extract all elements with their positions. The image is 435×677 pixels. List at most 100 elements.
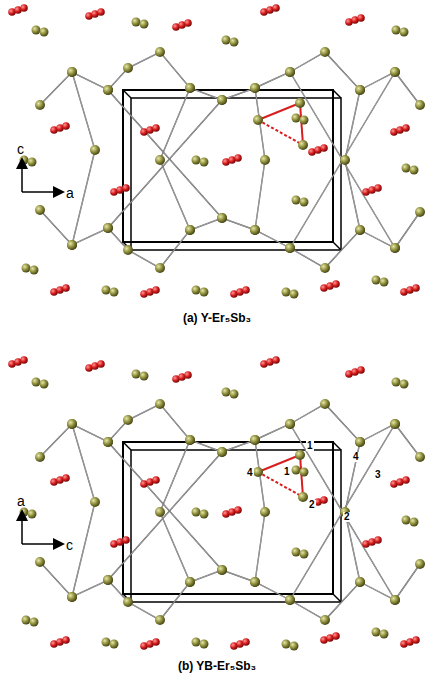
sb-atom xyxy=(253,467,263,477)
sb-atom xyxy=(217,95,227,105)
bond-line xyxy=(40,210,420,268)
sb-atom xyxy=(67,67,77,77)
er-atom xyxy=(412,636,420,644)
callout-number: 4 xyxy=(246,468,254,478)
callout-number: 2 xyxy=(343,512,351,522)
sb-atom xyxy=(67,592,77,602)
sb-atom xyxy=(103,575,113,585)
sb-atom xyxy=(155,399,165,409)
sb-atom xyxy=(250,435,260,445)
callout-number: 1 xyxy=(306,441,314,451)
sb-atom xyxy=(415,452,425,462)
sb-atom xyxy=(35,100,45,110)
sb-atom xyxy=(260,155,270,165)
sb-atom xyxy=(260,507,270,517)
sb-atom xyxy=(392,26,401,35)
sb-atom xyxy=(123,597,133,607)
panel-caption: (b) YB-Er₅Sb₃ xyxy=(178,660,256,672)
sb-atom xyxy=(285,243,295,253)
sb-atom xyxy=(185,83,195,93)
sb-atom xyxy=(355,85,365,95)
structure-panel xyxy=(8,356,425,650)
unit-cell xyxy=(131,98,341,250)
bond-line xyxy=(290,424,395,600)
bond-line xyxy=(108,100,222,228)
bond-line xyxy=(290,424,395,600)
sb-atom xyxy=(32,378,41,387)
sb-atom xyxy=(355,225,365,235)
sb-atom xyxy=(67,419,77,429)
sb-atom xyxy=(102,286,111,295)
bond-line xyxy=(40,52,420,105)
sb-atom xyxy=(28,158,37,167)
sb-atom xyxy=(355,577,365,587)
bond-line xyxy=(72,424,95,597)
sb-atom xyxy=(292,196,301,205)
unit-cell xyxy=(131,450,341,602)
sb-atom xyxy=(390,595,400,605)
sb-atom xyxy=(132,370,141,379)
sb-atom xyxy=(200,158,209,167)
sb-atom xyxy=(400,380,409,389)
bond-line xyxy=(108,442,222,570)
bond-line xyxy=(72,424,95,597)
sb-atom xyxy=(217,447,227,457)
sb-atom xyxy=(250,225,260,235)
sb-atom xyxy=(185,435,195,445)
callout-number: 3 xyxy=(374,470,382,480)
sb-atom xyxy=(390,243,400,253)
sb-atom xyxy=(192,156,201,165)
sb-atom xyxy=(192,508,201,517)
er-atom xyxy=(184,371,192,379)
sb-atom xyxy=(415,100,425,110)
bond-line xyxy=(290,424,395,600)
cell-edge xyxy=(333,594,341,602)
er-atom xyxy=(20,4,28,12)
bond-line xyxy=(40,52,420,105)
axis-label: a xyxy=(66,186,74,200)
sb-atom xyxy=(192,638,201,647)
er-atom xyxy=(320,496,328,504)
sb-atom xyxy=(28,510,37,519)
sb-atom xyxy=(30,266,39,275)
sb-atom xyxy=(103,575,113,585)
sb-atom xyxy=(285,419,295,429)
callout-number: 2 xyxy=(308,500,316,510)
sb-atom xyxy=(217,447,227,457)
sb-atom xyxy=(192,286,201,295)
sb-atom xyxy=(355,577,365,587)
er-atom xyxy=(152,286,160,294)
er-atom xyxy=(402,124,410,132)
axis-label: a xyxy=(17,494,25,508)
sb-atom xyxy=(155,263,165,273)
er-atom xyxy=(272,4,280,12)
sb-atom xyxy=(67,67,77,77)
sb-atom xyxy=(380,278,389,287)
sb-atom xyxy=(40,380,49,389)
sb-atom xyxy=(123,63,133,73)
sb-atom xyxy=(410,518,419,527)
sb-atom xyxy=(217,213,227,223)
sb-atom xyxy=(290,642,299,651)
bond-line xyxy=(108,90,222,218)
sb-atom xyxy=(320,263,330,273)
er-atom xyxy=(242,638,250,646)
bond-line xyxy=(290,72,395,248)
er-atom xyxy=(122,184,130,192)
axis-label: c xyxy=(17,142,24,156)
sb-atom xyxy=(250,225,260,235)
sb-atom xyxy=(35,205,45,215)
sb-atom xyxy=(253,115,263,125)
panel-caption: (a) Y-Er₅Sb₃ xyxy=(183,312,251,324)
cell-edge xyxy=(123,90,131,98)
sb-atom xyxy=(320,615,330,625)
sb-atom xyxy=(123,245,133,255)
sb-atom xyxy=(103,437,113,447)
sb-atom xyxy=(295,450,305,460)
er-atom xyxy=(62,636,70,644)
sb-atom xyxy=(290,290,299,299)
sb-atom xyxy=(285,243,295,253)
sb-atom xyxy=(380,630,389,639)
sb-atom xyxy=(155,507,165,517)
sb-atom xyxy=(185,83,195,93)
